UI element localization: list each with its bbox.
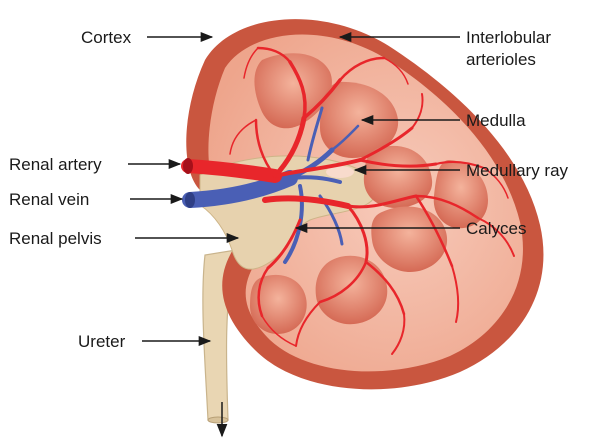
- label-medulla: Medulla: [466, 111, 526, 130]
- label-renal-artery: Renal artery: [9, 155, 102, 174]
- label-ureter: Ureter: [78, 332, 126, 351]
- label-cortex: Cortex: [81, 28, 132, 47]
- label-calyces: Calyces: [466, 219, 526, 238]
- renal-artery-opening: [183, 158, 193, 174]
- renal-vein-opening: [185, 192, 195, 208]
- label-medullary-ray: Medullary ray: [466, 161, 569, 180]
- label-interlobular-line2: arterioles: [466, 50, 536, 69]
- label-interlobular-line1: Interlobular: [466, 28, 551, 47]
- label-renal-vein: Renal vein: [9, 190, 89, 209]
- label-renal-pelvis: Renal pelvis: [9, 229, 102, 248]
